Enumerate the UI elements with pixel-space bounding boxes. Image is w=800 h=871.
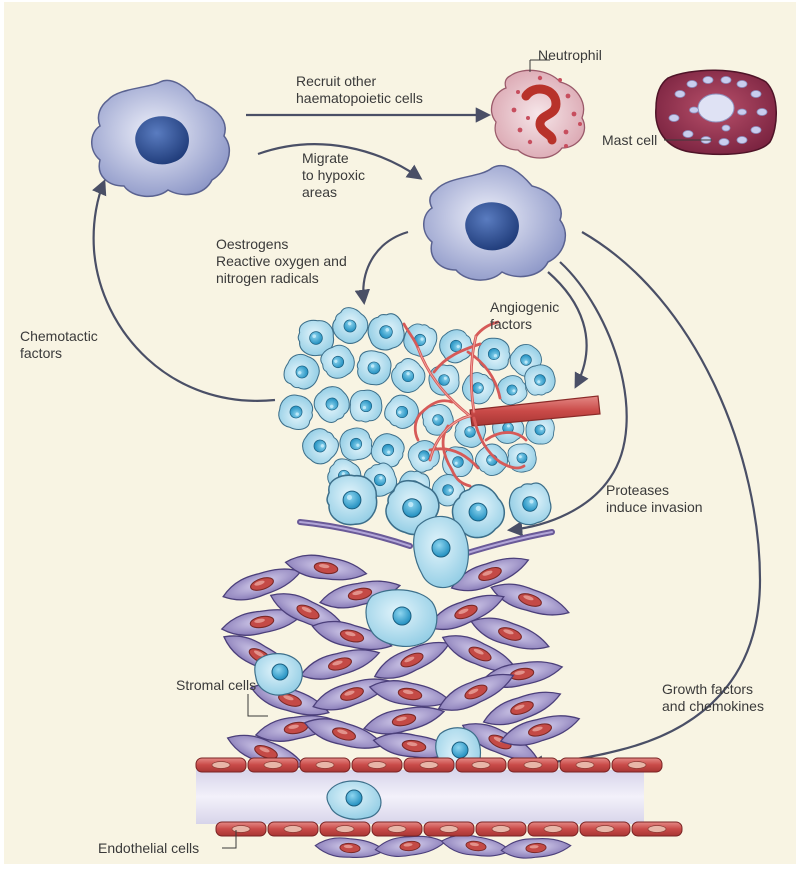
arrow-angiogenic: [547, 271, 589, 389]
endothelial-cell: [247, 757, 299, 773]
arrow-chemotactic: [92, 179, 276, 402]
arrow-oestrogens: [354, 230, 409, 306]
label-mast-cell: Mast cell: [602, 132, 658, 148]
arrow-migrate: [257, 143, 423, 180]
tumour-cell: [457, 366, 500, 410]
label-chemotactic: Chemotactic factors: [20, 328, 98, 361]
endothelial-cell: [611, 757, 663, 773]
tumour-cell: [307, 380, 357, 429]
label-migrate: Migrate to hypoxic areas: [302, 150, 366, 200]
arrow-proteases: [506, 261, 628, 537]
endothelial-cell: [267, 821, 319, 837]
endothelial-cell: [403, 757, 455, 773]
label-angiogenic: Angiogenic factors: [490, 299, 560, 332]
label-recruit: Recruit other haematopoietic cells: [296, 73, 423, 106]
tumour-cell: [275, 391, 318, 434]
label-neutrophil: Neutrophil: [538, 47, 602, 63]
tumour-cell: [505, 441, 539, 475]
label-endothelial: Endothelial cells: [98, 840, 200, 856]
endothelial-cell: [215, 821, 267, 837]
basement-membrane: [297, 519, 555, 557]
stromal-cell: [283, 550, 369, 586]
tumour-cell: [418, 400, 458, 440]
endothelial-cell: [631, 821, 683, 837]
macrophage-resting: [91, 79, 230, 198]
endothelial-cell: [455, 757, 507, 773]
tumour-cell: [476, 336, 512, 372]
endothelial-cell: [527, 821, 579, 837]
label-growth: Growth factors and chemokines: [662, 681, 764, 714]
endothelial-cell: [559, 757, 611, 773]
tumour-cell: [349, 389, 383, 423]
arrow-growth-factors: [526, 231, 762, 771]
endothelial-cell: [351, 757, 403, 773]
tumour-cell: [379, 389, 425, 435]
endothelial-cell: [507, 757, 559, 773]
tumour-cell: [278, 349, 325, 396]
blood-vessel: [195, 757, 683, 837]
arrows: [92, 107, 762, 771]
macrophage-hypoxic: [423, 165, 566, 281]
endothelial-cell: [195, 757, 247, 773]
endothelial-cell: [371, 821, 423, 837]
endothelial-cell: [319, 821, 371, 837]
label-stromal: Stromal cells: [176, 677, 257, 693]
tumour-cell: [363, 309, 409, 355]
endothelial-cell: [423, 821, 475, 837]
mast-cell: [655, 69, 777, 155]
stromal-leader: [247, 694, 268, 717]
endothelial-cell: [579, 821, 631, 837]
tumour-cell: [336, 424, 376, 464]
tumour-blood-vessel: [402, 320, 601, 488]
stromal-cell: [499, 835, 573, 861]
tumour-cell: [326, 474, 378, 526]
endothelial-leader: [222, 830, 237, 849]
label-oestrogens: Oestrogens Reactive oxygen and nitrogen …: [216, 236, 347, 286]
stromal-cell: [313, 835, 387, 861]
neutrophil-cell: [490, 69, 586, 159]
endothelial-cell: [475, 821, 527, 837]
stromal-cell: [373, 832, 447, 860]
endothelial-cell: [299, 757, 351, 773]
label-proteases: Proteases induce invasion: [606, 482, 703, 515]
tumour-cell: [353, 348, 394, 388]
